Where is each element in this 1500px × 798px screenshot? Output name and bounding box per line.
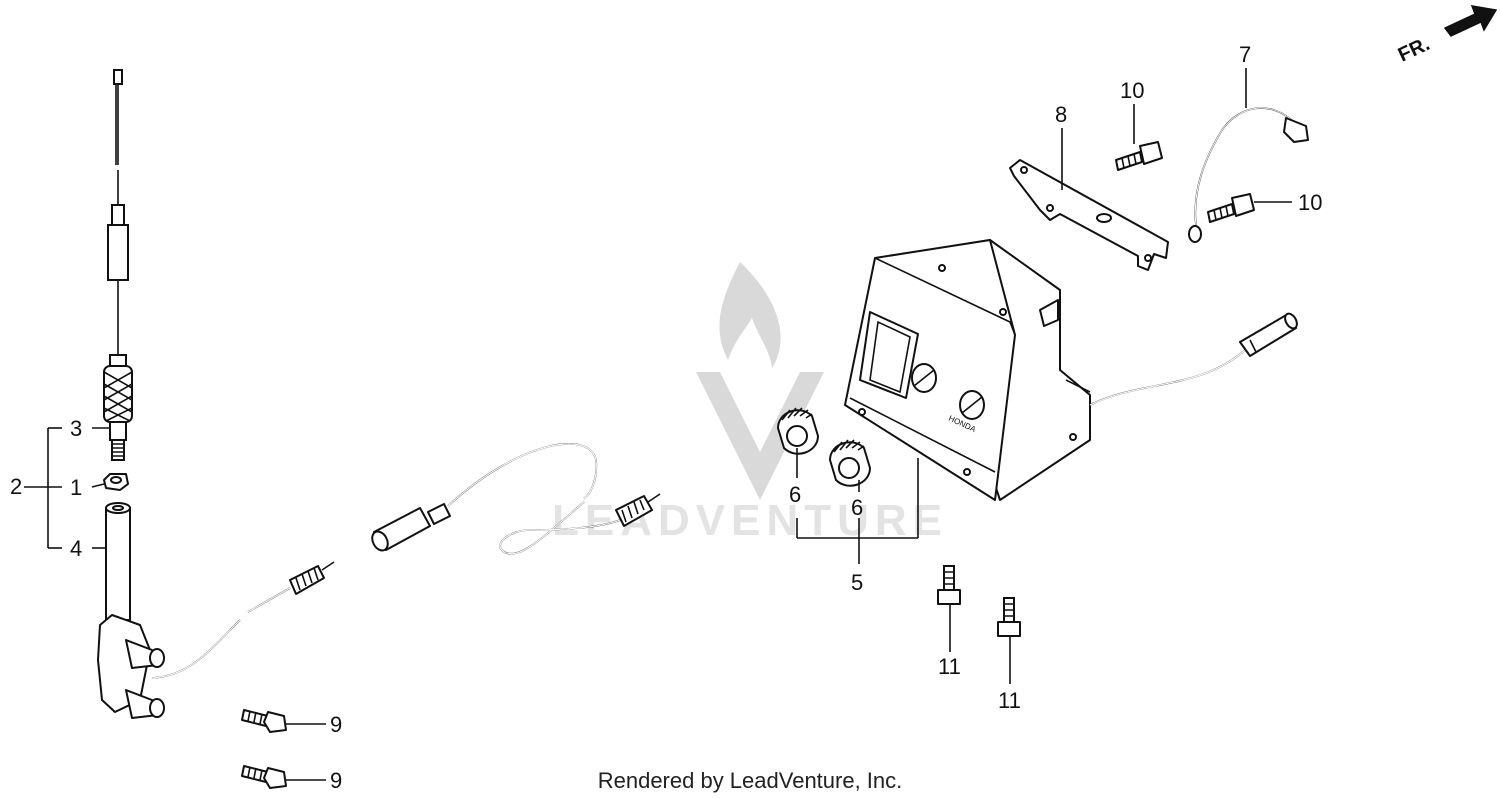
bolt-part bbox=[997, 597, 1021, 637]
leader-lines bbox=[24, 68, 1292, 781]
callout-10-top: 10 bbox=[1120, 78, 1144, 103]
callout-7: 7 bbox=[1239, 42, 1251, 67]
callout-3: 3 bbox=[70, 416, 82, 441]
bolt-part bbox=[241, 765, 287, 789]
front-direction-arrow-icon bbox=[1443, 5, 1498, 37]
extension-cable-part bbox=[371, 443, 661, 555]
callout-1: 1 bbox=[70, 475, 82, 500]
callout-2: 2 bbox=[10, 474, 22, 499]
callout-10-right: 10 bbox=[1298, 190, 1322, 215]
antenna-nut-part bbox=[103, 473, 129, 491]
bolt-part bbox=[937, 565, 961, 605]
radio-knob-part bbox=[829, 439, 871, 487]
callout-9-bottom: 9 bbox=[330, 768, 342, 793]
screw-part bbox=[1207, 193, 1255, 223]
callout-6-right: 6 bbox=[851, 495, 863, 520]
callout-9-top: 9 bbox=[330, 712, 342, 737]
callout-11-right: 11 bbox=[998, 688, 1021, 713]
callout-5: 5 bbox=[851, 570, 863, 595]
antenna-cable-part bbox=[151, 561, 335, 679]
footer-credit: Rendered by LeadVenture, Inc. bbox=[598, 768, 903, 793]
radio-unit-part: HONDA bbox=[844, 239, 1091, 501]
callout-11-left: 11 bbox=[938, 654, 961, 679]
bolt-part bbox=[241, 709, 287, 733]
antenna-base-part bbox=[97, 502, 165, 719]
screw-part bbox=[1115, 141, 1163, 171]
radio-power-cable-part bbox=[1089, 312, 1298, 406]
callout-8: 8 bbox=[1055, 102, 1067, 127]
callout-6-left: 6 bbox=[789, 482, 801, 507]
mounting-bracket-part bbox=[1009, 159, 1169, 271]
front-direction-label: FR. bbox=[1395, 33, 1433, 67]
ground-wire-part bbox=[1188, 107, 1309, 243]
antenna-mast-part bbox=[103, 69, 133, 461]
watermark-logo bbox=[696, 262, 824, 500]
callout-4: 4 bbox=[70, 536, 82, 561]
radio-knob-part bbox=[777, 407, 819, 455]
